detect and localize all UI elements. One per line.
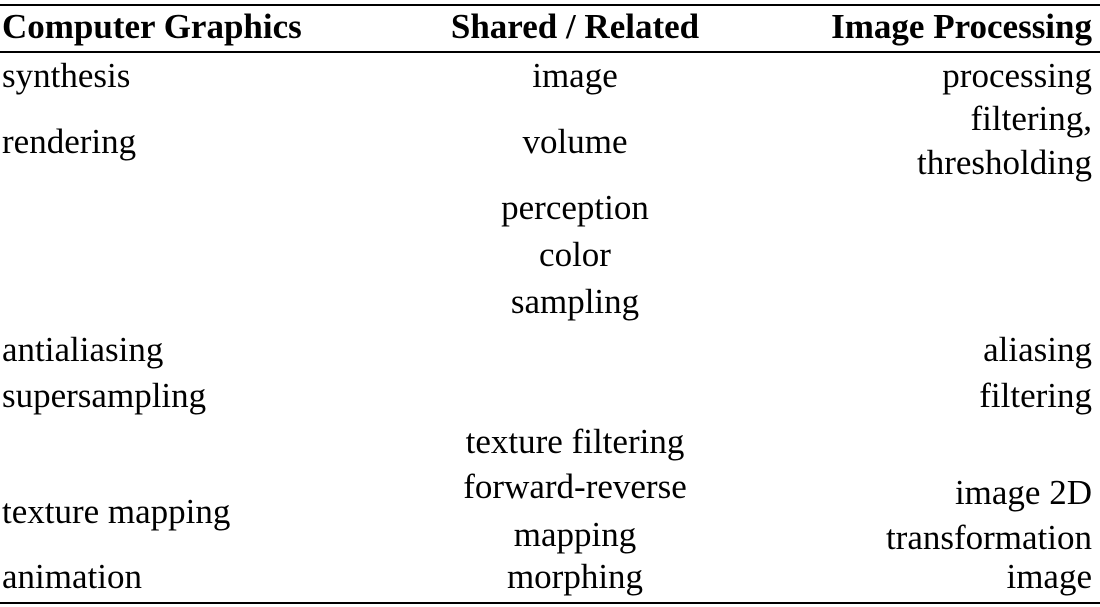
row-7-middle-line-1: morphing xyxy=(506,557,644,596)
row-3-middle-line-2: color xyxy=(539,235,611,274)
table-header-rule xyxy=(0,51,1100,53)
row-1-left: synthesis xyxy=(2,56,131,95)
table-bottom-rule xyxy=(0,602,1100,604)
row-2-middle-line-1: volume xyxy=(522,122,628,161)
row-6-middle-line-2: forward-reverse xyxy=(463,467,687,506)
row-6-right-line-2: transformation xyxy=(885,518,1092,557)
header-image-processing: Image Processing xyxy=(831,7,1092,46)
row-3-middle-line-1: perception xyxy=(501,188,649,227)
row-2-right-line-1: filtering, xyxy=(970,99,1093,138)
header-shared-related: Shared / Related xyxy=(450,7,700,46)
row-6-middle-line-1: texture filtering xyxy=(465,422,685,461)
row-7-right-line-1: image xyxy=(1006,557,1092,596)
table-top-rule xyxy=(0,4,1100,6)
row-4-left: antialiasing xyxy=(2,330,164,369)
row-6-left: texture mapping xyxy=(2,492,231,531)
row-6-middle-line-3: mapping xyxy=(513,515,637,554)
row-2-right-line-2: thresholding xyxy=(917,143,1092,182)
row-5-right-line-1: filtering xyxy=(979,376,1092,415)
row-7-left: animation xyxy=(2,557,142,596)
row-1-middle-line-1: image xyxy=(532,56,618,95)
row-6-right-line-1: image 2D xyxy=(954,473,1092,512)
row-4-right-line-1: aliasing xyxy=(983,330,1092,369)
row-1-right-line-1: processing xyxy=(942,56,1092,95)
row-3-middle-line-3: sampling xyxy=(510,282,640,321)
row-2-left: rendering xyxy=(2,122,137,161)
row-5-left: supersampling xyxy=(2,376,207,415)
header-computer-graphics: Computer Graphics xyxy=(2,7,302,46)
